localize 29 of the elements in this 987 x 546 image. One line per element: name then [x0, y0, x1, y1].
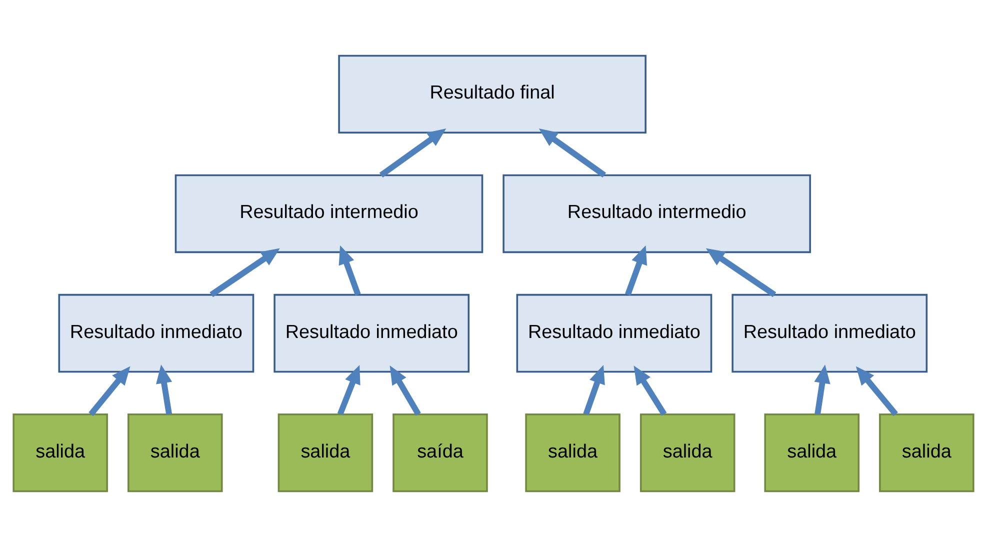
- arrow: [814, 364, 830, 414]
- node-box: salida: [640, 412, 736, 492]
- arrow: [338, 244, 361, 296]
- arrow: [210, 248, 280, 297]
- arrow: [379, 128, 446, 178]
- node-box: salida: [128, 412, 223, 492]
- node-box: salida: [278, 412, 374, 492]
- node-box: salida: [12, 412, 108, 492]
- node-box: Resultado intermedio: [174, 174, 484, 253]
- node-box: saída: [392, 412, 488, 492]
- node-box: Resultado inmediato: [516, 293, 712, 372]
- node-box: Resultado intermedio: [502, 174, 811, 253]
- arrow: [706, 248, 776, 297]
- node-box: salida: [764, 412, 860, 492]
- arrow: [538, 128, 606, 178]
- arrow: [583, 364, 605, 415]
- node-box: Resultado inmediato: [732, 293, 928, 372]
- arrow: [856, 366, 898, 416]
- node-box: Resultado final: [338, 54, 646, 134]
- node-box: salida: [525, 412, 620, 492]
- node-box: Resultado inmediato: [58, 293, 254, 372]
- arrow: [390, 365, 421, 416]
- arrow: [634, 365, 667, 416]
- arrow: [156, 364, 172, 414]
- arrow: [88, 366, 130, 416]
- node-box: Resultado inmediato: [274, 293, 470, 372]
- node-box: salida: [879, 412, 974, 492]
- arrow: [625, 244, 648, 296]
- arrow: [337, 364, 360, 415]
